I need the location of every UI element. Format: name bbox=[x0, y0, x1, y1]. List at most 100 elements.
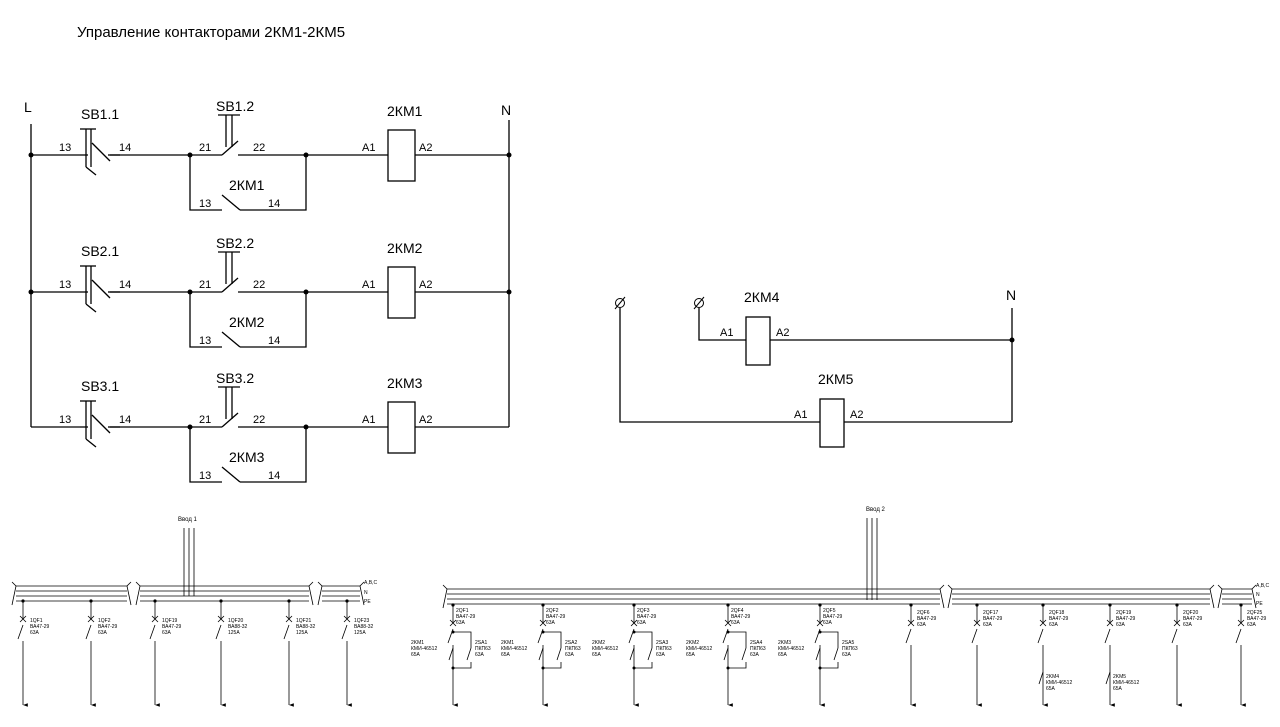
coil-label: 2КМ3 bbox=[387, 375, 423, 391]
switch-name: 2SA1 bbox=[475, 640, 487, 646]
breaker-name: 1QF20 bbox=[228, 618, 244, 624]
breaker-name: 2QF17 bbox=[983, 610, 999, 616]
coil bbox=[387, 266, 416, 319]
switch-type: ПКП63 bbox=[656, 646, 672, 652]
neutral-n-label: N bbox=[501, 102, 511, 118]
panel-2-bus-abc: A,B,C bbox=[1256, 583, 1269, 589]
motor-feeder-2QF4 bbox=[722, 603, 733, 707]
stop-pin-out: 14 bbox=[119, 414, 131, 426]
junction-dot bbox=[726, 666, 730, 670]
breaker-rating: 63A bbox=[456, 620, 466, 626]
feeder-2QF6 bbox=[905, 603, 916, 707]
contactor-rating: 65A bbox=[1046, 686, 1056, 692]
hold-pin-out: 14 bbox=[268, 335, 280, 347]
start-button-label: SB3.2 bbox=[216, 370, 254, 386]
breaker-type: ВА88-32 bbox=[354, 624, 374, 630]
breaker-type: ВА47-29 bbox=[1247, 616, 1267, 622]
contactor-name: 2KM5 bbox=[1113, 674, 1126, 680]
switch-type: ПКП63 bbox=[750, 646, 766, 652]
breaker-rating: 63A bbox=[1116, 622, 1126, 628]
stop-pin-out: 14 bbox=[119, 279, 131, 291]
breaker-name: 2QF25 bbox=[1247, 610, 1263, 616]
breaker-type: ВА47-29 bbox=[1049, 616, 1069, 622]
start-pin-out: 22 bbox=[253, 142, 265, 154]
motor-feeder-2QF2 bbox=[537, 603, 548, 707]
start-pin-in: 21 bbox=[199, 279, 211, 291]
stop-pin-in: 13 bbox=[59, 414, 71, 426]
motor-feeder-2QF1 bbox=[447, 603, 458, 707]
breaker-rating: 63A bbox=[1247, 622, 1257, 628]
bus-tap-dot bbox=[153, 599, 157, 603]
switch-type: ПКП63 bbox=[565, 646, 581, 652]
contactor-rating: 65A bbox=[1113, 686, 1123, 692]
stop-pin-in: 13 bbox=[59, 142, 71, 154]
breaker-rating: 63A bbox=[30, 630, 40, 636]
stop-button-contact bbox=[80, 400, 120, 448]
feeder-2QF18 bbox=[1037, 603, 1048, 707]
coil-label: 2КМ2 bbox=[387, 240, 423, 256]
breaker-rating: 63A bbox=[917, 622, 927, 628]
holding-contact bbox=[189, 292, 307, 348]
contactor-type: КМИ-46512 bbox=[686, 646, 712, 652]
breaker-name: 2QF3 bbox=[637, 608, 650, 614]
stop-button-label: SB2.1 bbox=[81, 243, 119, 259]
breaker-name: 2QF1 bbox=[456, 608, 469, 614]
junction-dot bbox=[451, 630, 455, 634]
feeder-2QF17 bbox=[971, 603, 982, 707]
contactor-rating: 65A bbox=[592, 652, 602, 658]
bus-segment bbox=[1217, 584, 1257, 609]
start-button-contact bbox=[190, 251, 306, 293]
breaker-rating: 63A bbox=[983, 622, 993, 628]
motor-feeder-2QF5 bbox=[814, 603, 825, 707]
panel-2-bus-pe: PE bbox=[1256, 601, 1263, 607]
switch-name: 2SA4 bbox=[750, 640, 762, 646]
bus-segment bbox=[947, 584, 1215, 609]
diagram-title: Управление контакторами 2КМ1-2КМ5 bbox=[77, 24, 346, 41]
coil-2km5-label: 2КМ5 bbox=[818, 371, 854, 387]
terminal-left bbox=[615, 298, 625, 308]
motor-feeder-2QF3 bbox=[628, 603, 639, 707]
switch-rating: 63A bbox=[750, 652, 760, 658]
coil-label: 2КМ1 bbox=[387, 103, 423, 119]
contactor-type: КМИ-46512 bbox=[501, 646, 527, 652]
breaker-type: ВА88-32 bbox=[228, 624, 248, 630]
coil-2km4-a1: A1 bbox=[720, 327, 733, 339]
panel-2-bus-n: N bbox=[1256, 592, 1260, 598]
contactor-type: КМИ-46512 bbox=[778, 646, 804, 652]
junction-dot bbox=[726, 630, 730, 634]
line-l-label: L bbox=[24, 99, 32, 115]
control-circuit-km4-km5: N 2КМ4 A1 A2 2КМ5 A1 A2 bbox=[614, 287, 1016, 448]
holding-contact bbox=[189, 155, 307, 211]
switch-type: ПКП63 bbox=[475, 646, 491, 652]
contactor-name: 2KM4 bbox=[1046, 674, 1059, 680]
junction-dot bbox=[632, 630, 636, 634]
hold-pin-out: 14 bbox=[268, 470, 280, 482]
feeder-breaker-1QF23 bbox=[341, 599, 352, 707]
bus-tap-dot bbox=[1175, 603, 1179, 607]
contactor-type: КМИ-46512 bbox=[411, 646, 437, 652]
contactor-name: 2KM3 bbox=[778, 640, 791, 646]
bus-segment bbox=[135, 581, 314, 606]
bus-tap-dot bbox=[726, 603, 730, 607]
start-pin-in: 21 bbox=[199, 142, 211, 154]
holding-contact-label: 2КМ3 bbox=[229, 449, 265, 465]
contactor-name: 2KM2 bbox=[592, 640, 605, 646]
coil-pin-a1: A1 bbox=[362, 142, 375, 154]
breaker-name: 2QF20 bbox=[1183, 610, 1199, 616]
